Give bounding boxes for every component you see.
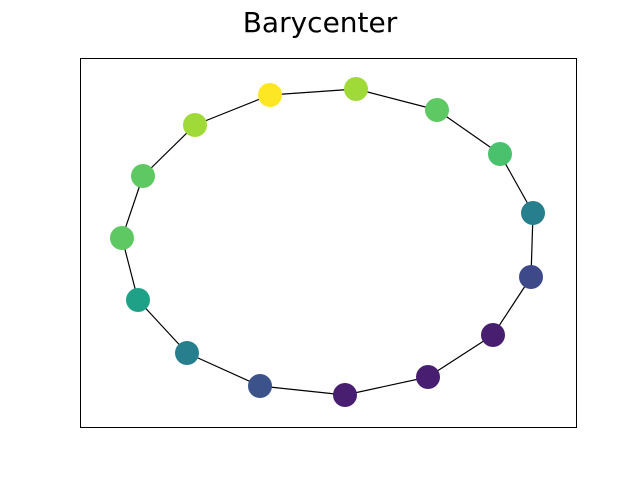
graph-node <box>481 323 505 347</box>
graph-node <box>131 164 155 188</box>
graph-edge <box>194 94 271 126</box>
graph-node <box>175 341 199 365</box>
graph-node <box>425 98 449 122</box>
graph-node <box>521 201 545 225</box>
graph-edge <box>186 352 261 387</box>
graph-node <box>248 374 272 398</box>
graph-node <box>333 383 357 407</box>
graph-nodes <box>110 77 545 407</box>
axes-frame <box>80 58 577 428</box>
graph-edge <box>259 385 346 396</box>
graph-edge <box>142 124 196 177</box>
graph-node <box>344 77 368 101</box>
graph-edge <box>269 88 357 96</box>
graph-node <box>416 365 440 389</box>
graph-node <box>519 265 543 289</box>
figure-title: Barycenter <box>242 6 398 39</box>
graph-node <box>258 83 282 107</box>
graph-node <box>110 226 134 250</box>
graph-node <box>183 113 207 137</box>
graph-edge <box>436 109 501 155</box>
graph-edge <box>344 376 429 396</box>
graph-edge <box>427 334 494 378</box>
graph-node <box>126 288 150 312</box>
graph-edge <box>137 299 188 354</box>
graph-node <box>488 142 512 166</box>
graph-edge <box>355 88 438 111</box>
